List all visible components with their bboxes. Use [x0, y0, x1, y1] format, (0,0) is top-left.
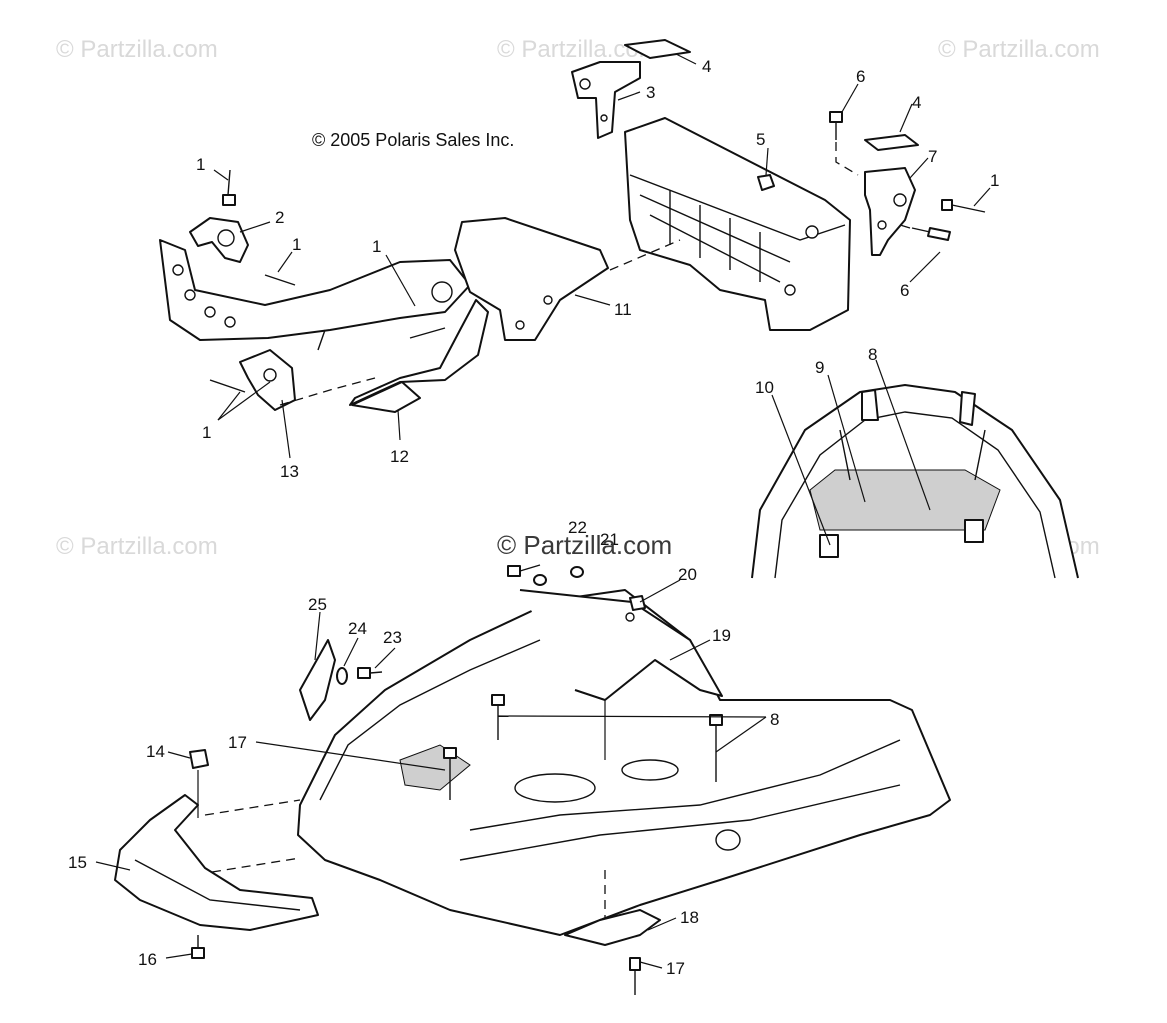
parts-21-22-fasteners — [507, 564, 584, 586]
watermark-top-right: © Partzilla.com — [938, 36, 1100, 63]
callout-6-top: 6 — [856, 67, 865, 86]
part-8-bolts — [491, 694, 723, 782]
part-17-bolt-hood — [443, 747, 457, 800]
part-23-bolt — [357, 667, 383, 679]
callout-8-hood: 8 — [770, 710, 779, 729]
callout-25: 25 — [308, 595, 327, 614]
callout-16: 16 — [138, 950, 157, 969]
part-3-bracket — [571, 61, 641, 139]
part-5-nut — [757, 174, 775, 191]
part-25-gasket — [299, 639, 336, 721]
part-11-bracket — [454, 217, 681, 341]
leader-lines — [95, 53, 991, 969]
callout-17-hood: 17 — [228, 733, 247, 752]
part-4-plate-top — [624, 39, 691, 59]
callout-3: 3 — [646, 83, 655, 102]
callout-19: 19 — [712, 626, 731, 645]
callout-11: 11 — [614, 300, 632, 319]
part-18-plate — [564, 870, 661, 946]
callout-21: 21 — [600, 530, 619, 549]
copyright-notice: © 2005 Polaris Sales Inc. — [312, 130, 515, 150]
crossmember-right — [624, 117, 851, 331]
callout-1-center: 1 — [372, 237, 381, 256]
callout-18: 18 — [680, 908, 699, 927]
callout-1-left-mid: 1 — [292, 235, 301, 254]
callout-10: 10 — [755, 378, 774, 397]
callout-22: 22 — [568, 518, 587, 537]
callout-6-bottom: 6 — [900, 281, 909, 300]
part-1-bolts-left — [209, 169, 446, 393]
part-2-plate — [189, 217, 249, 263]
callout-17-lower: 17 — [666, 959, 685, 978]
inset-view-hood-interior — [751, 384, 1079, 579]
callout-12: 12 — [390, 447, 409, 466]
part-17-bolt-lower — [629, 957, 641, 995]
watermark-mid-center: © Partzilla.com — [497, 530, 673, 560]
callout-8-inset: 8 — [868, 345, 877, 364]
part-20-nut — [629, 595, 646, 611]
part-6-bolt-top — [829, 111, 859, 176]
callout-2: 2 — [275, 208, 284, 227]
callout-1-left-top: 1 — [196, 155, 205, 174]
callout-numbers: 4 3 6 4 5 7 1 6 1 2 1 1 11 1 13 12 10 9 … — [68, 57, 999, 978]
part-24-washer — [336, 667, 348, 685]
callout-20: 20 — [678, 565, 697, 584]
callout-1-left-bottom: 1 — [202, 423, 211, 442]
part-1-bolt-right — [941, 199, 986, 213]
callout-4-right: 4 — [912, 93, 921, 112]
callout-5: 5 — [756, 130, 765, 149]
watermark-mid-left: © Partzilla.com — [56, 533, 218, 560]
callout-9: 9 — [815, 358, 824, 377]
left-frame-rail — [159, 239, 471, 341]
part-16-bolt — [191, 935, 205, 959]
callout-13: 13 — [280, 462, 299, 481]
part-7-bracket — [864, 167, 916, 256]
callout-4-top: 4 — [702, 57, 711, 76]
callout-15: 15 — [68, 853, 87, 872]
callout-14: 14 — [146, 742, 165, 761]
part-14-nut — [189, 749, 209, 769]
callout-1-right: 1 — [990, 171, 999, 190]
callout-23: 23 — [383, 628, 402, 647]
callout-24: 24 — [348, 619, 367, 638]
part-15-bumper — [114, 794, 319, 931]
part-4-plate-right — [864, 134, 919, 151]
part-12-ski-mount — [349, 299, 489, 413]
part-13-plate — [239, 349, 376, 411]
watermark-top-left: © Partzilla.com — [56, 36, 218, 63]
callout-7: 7 — [928, 147, 937, 166]
